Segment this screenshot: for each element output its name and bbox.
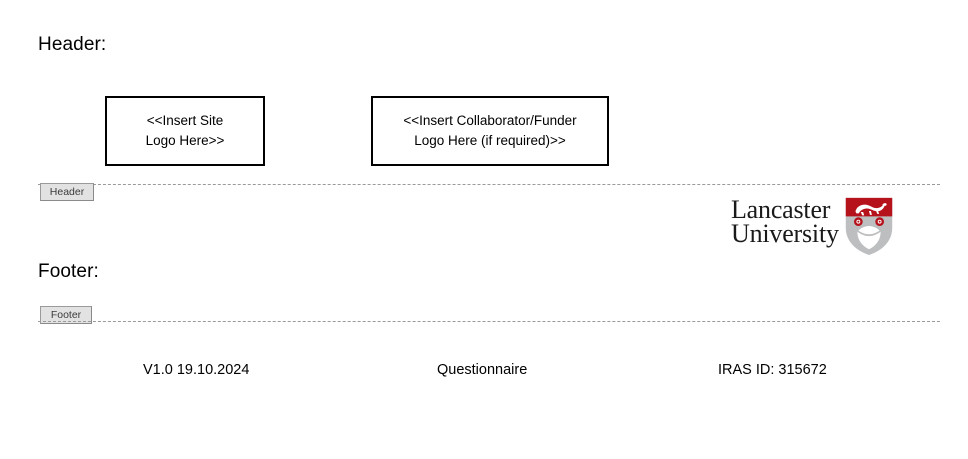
lancaster-university-logo: Lancaster University [731, 196, 899, 260]
footer-document-type-text: Questionnaire [437, 362, 528, 378]
funder-logo-placeholder-line1: <<Insert Collaborator/Funder [403, 113, 577, 129]
funder-logo-placeholder-line2: Logo Here (if required)>> [414, 133, 566, 148]
lancaster-wordmark-line1: Lancaster [731, 195, 831, 224]
lancaster-wordmark-line2: University [731, 219, 839, 249]
footer-content-row: V1.0 19.10.2024 Questionnaire IRAS ID: 3… [0, 362, 968, 384]
footer-version-text: V1.0 19.10.2024 [143, 362, 250, 378]
footer-section-heading: Footer: [38, 261, 99, 282]
footer-region-tag[interactable]: Footer [40, 306, 92, 324]
header-content-band: <<Insert Site Logo Here>> <<Insert Colla… [0, 96, 968, 256]
header-boundary-dashed-line [38, 184, 940, 185]
site-logo-placeholder-line2: Logo Here>> [145, 133, 225, 148]
header-region-tag[interactable]: Header [40, 183, 94, 201]
footer-boundary-dashed-line [38, 321, 940, 322]
site-logo-placeholder-line1: <<Insert Site [146, 113, 224, 129]
site-logo-placeholder-box[interactable]: <<Insert Site Logo Here>> [105, 96, 265, 166]
site-logo-placeholder-text: <<Insert Site Logo Here>> [134, 111, 237, 151]
funder-logo-placeholder-box[interactable]: <<Insert Collaborator/Funder Logo Here (… [371, 96, 609, 166]
header-section-heading: Header: [38, 34, 107, 55]
lancaster-wordmark: Lancaster University [731, 195, 839, 249]
lancaster-crest-icon [845, 197, 892, 256]
funder-logo-placeholder-text: <<Insert Collaborator/Funder Logo Here (… [391, 111, 588, 151]
footer-iras-id-text: IRAS ID: 315672 [718, 362, 827, 378]
